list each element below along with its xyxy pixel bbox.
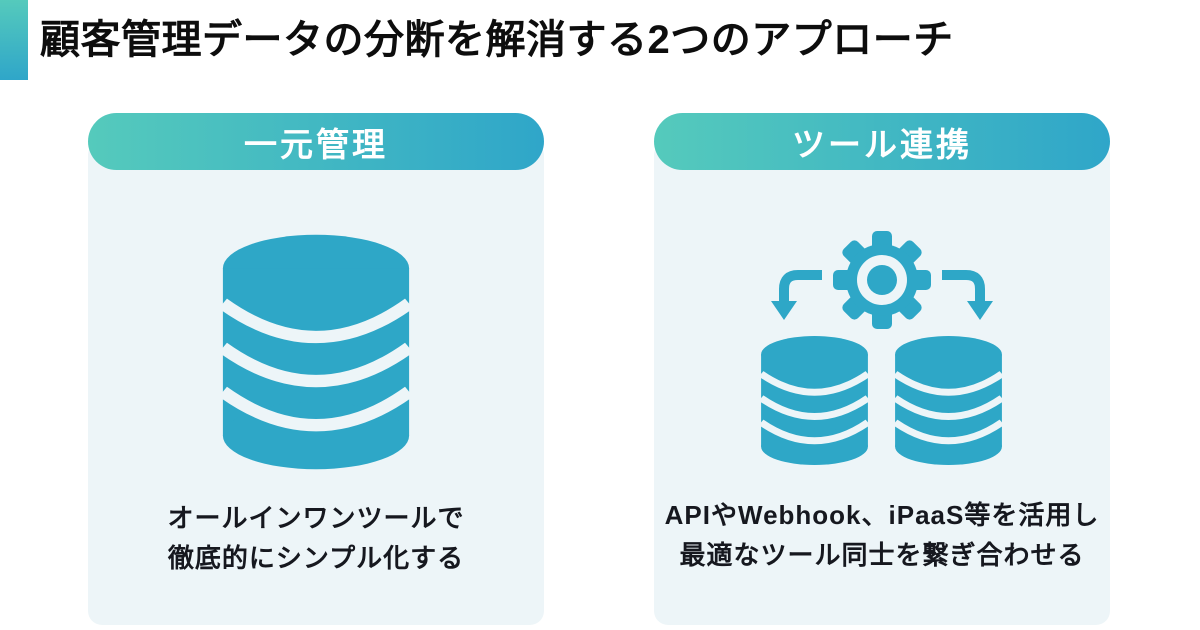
database-left-icon <box>761 336 868 465</box>
card-centralized-management: 一元管理 オールインワンツールで 徹底的にシンプル化する <box>88 113 544 625</box>
cards-row: 一元管理 オールインワンツールで 徹底的にシンプル化する ツール連携 <box>0 113 1200 625</box>
description-line-2: 最適なツール同士を繋ぎ合わせる <box>679 540 1085 570</box>
card-header-pill: 一元管理 <box>88 113 544 170</box>
description-line-1: オールインワンツールで <box>167 503 465 533</box>
gear-icon <box>833 231 931 329</box>
card-body: オールインワンツールで 徹底的にシンプル化する <box>88 141 544 625</box>
card-title-label: ツール連携 <box>792 125 972 163</box>
card-header-pill: ツール連携 <box>654 113 1110 170</box>
title-accent-bar <box>0 0 28 80</box>
page-title: 顧客管理データの分断を解消する2つのアプローチ <box>40 18 954 62</box>
card-description: オールインワンツールで 徹底的にシンプル化する <box>167 498 464 578</box>
database-right-icon <box>895 336 1002 465</box>
card-tool-integration: ツール連携 <box>654 113 1110 625</box>
card-title-label: 一元管理 <box>244 125 388 163</box>
database-icon <box>221 233 411 471</box>
card-description: APIやWebhook、iPaaS等を活用し 最適なツール同士を繋ぎ合わせる <box>665 495 1100 575</box>
card-body: APIやWebhook、iPaaS等を活用し 最適なツール同士を繋ぎ合わせる <box>654 141 1110 625</box>
sync-arrow-left-icon <box>771 270 822 320</box>
description-line-2: 徹底的にシンプル化する <box>167 543 465 573</box>
gear-sync-databases-icon <box>742 231 1022 468</box>
header: 顧客管理データの分断を解消する2つのアプローチ <box>0 0 1200 80</box>
sync-arrow-right-icon <box>942 270 993 320</box>
description-line-1: APIやWebhook、iPaaS等を活用し <box>664 500 1100 530</box>
